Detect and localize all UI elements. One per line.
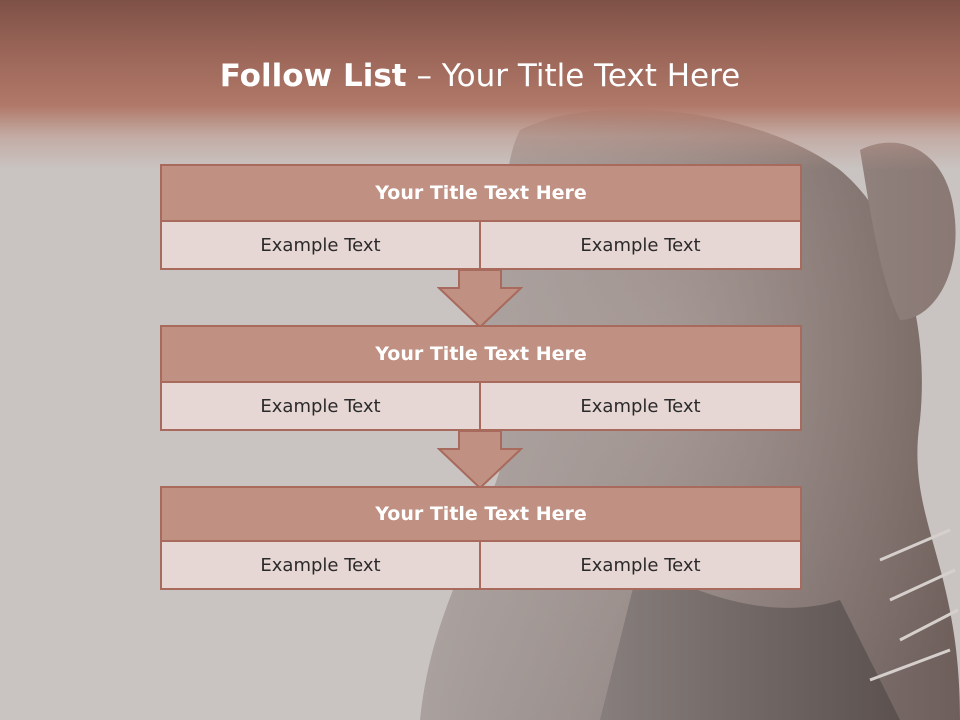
block-cell-left[interactable]: Example Text — [160, 381, 481, 431]
block-row: Example Text Example Text — [160, 220, 802, 270]
slide-title-bold: Follow List — [219, 58, 407, 94]
block-cell-right[interactable]: Example Text — [479, 220, 802, 270]
list-block-1: Your Title Text Here Example Text Exampl… — [160, 164, 802, 270]
list-block-3: Your Title Text Here Example Text Exampl… — [160, 486, 802, 590]
block-title[interactable]: Your Title Text Here — [160, 325, 802, 383]
block-cell-left[interactable]: Example Text — [160, 220, 481, 270]
block-row: Example Text Example Text — [160, 381, 802, 431]
header-band — [0, 0, 960, 170]
list-block-2: Your Title Text Here Example Text Exampl… — [160, 325, 802, 431]
down-arrow-icon — [437, 431, 523, 489]
slide-title: Follow List – Your Title Text Here — [0, 54, 960, 98]
block-title[interactable]: Your Title Text Here — [160, 486, 802, 542]
slide-title-rest: – Your Title Text Here — [406, 58, 741, 94]
block-row: Example Text Example Text — [160, 540, 802, 590]
block-title[interactable]: Your Title Text Here — [160, 164, 802, 222]
block-cell-right[interactable]: Example Text — [479, 540, 802, 590]
down-arrow-icon — [437, 270, 523, 328]
block-cell-left[interactable]: Example Text — [160, 540, 481, 590]
block-cell-right[interactable]: Example Text — [479, 381, 802, 431]
